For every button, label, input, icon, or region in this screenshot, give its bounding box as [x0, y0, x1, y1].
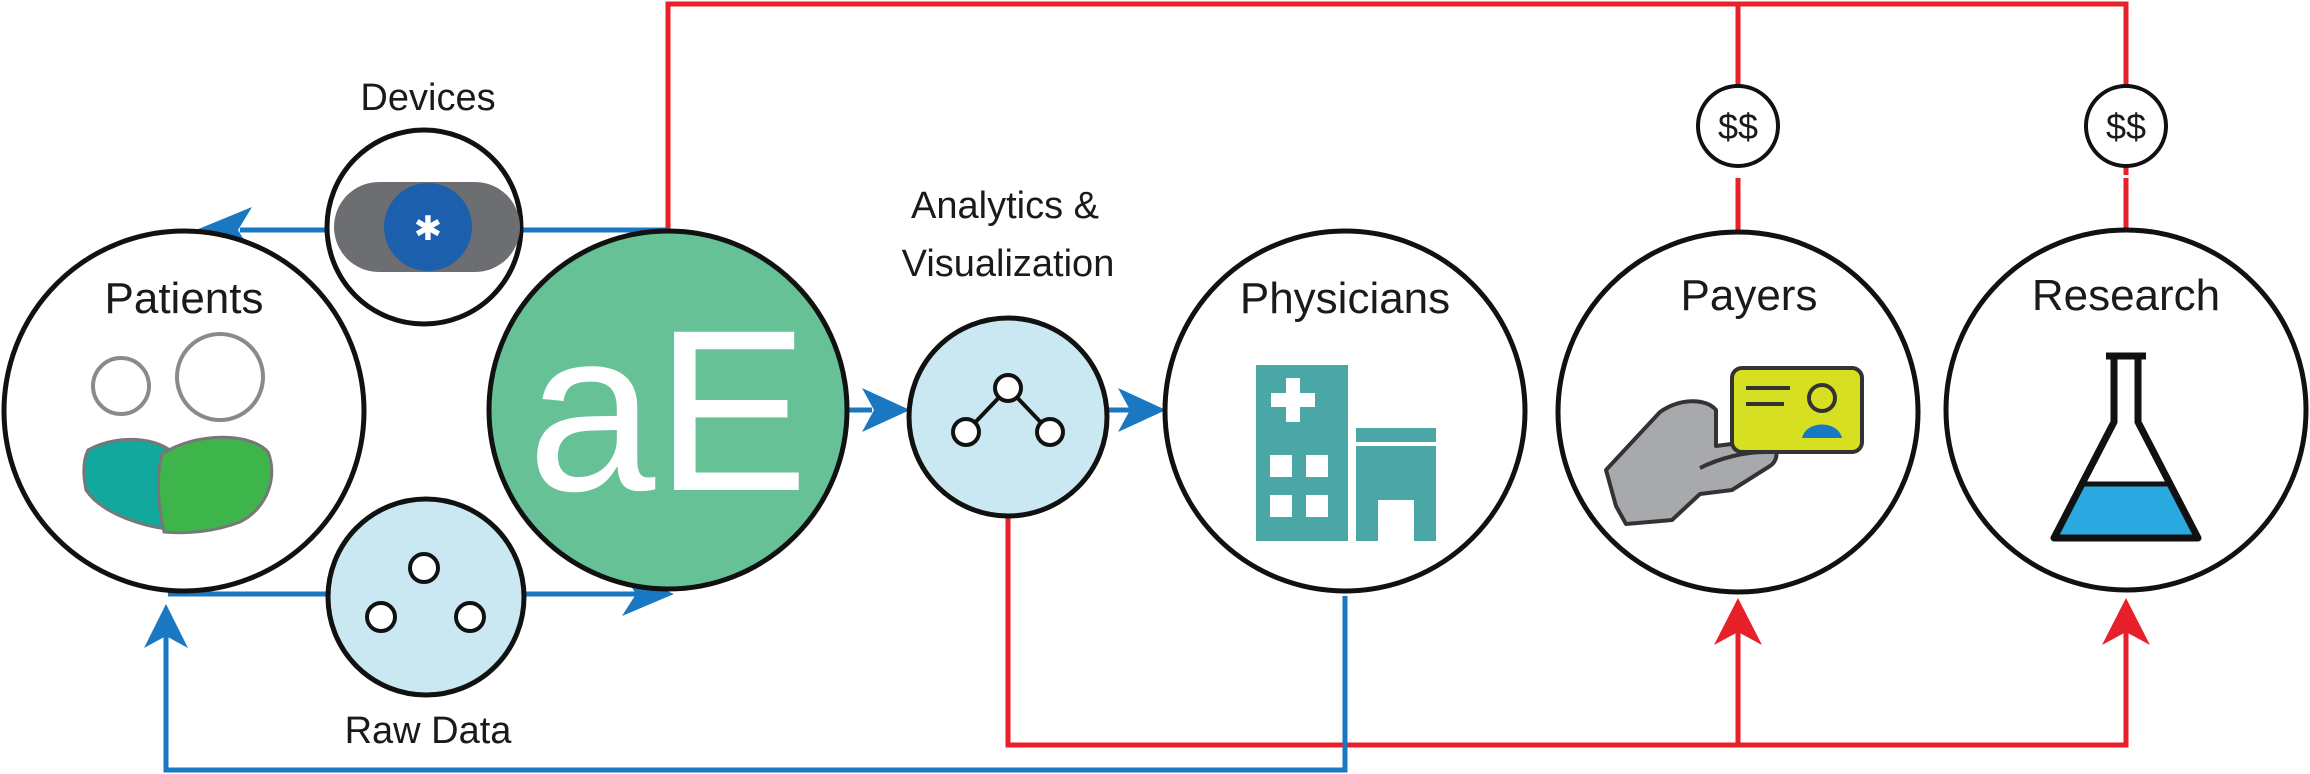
blue-line-physicians-return [163, 596, 1348, 773]
ae-logo-circle [486, 228, 850, 592]
payers-fee-label: $$ [1718, 106, 1758, 147]
analytics-label-line1: Analytics & [911, 185, 1099, 227]
blue-arrowhead-to-physicians [1118, 388, 1166, 432]
hospital-icon [1256, 365, 1436, 541]
research-fee-label: $$ [2106, 106, 2146, 147]
research-label: Research [2032, 271, 2220, 320]
physicians-label: Physicians [1240, 274, 1450, 323]
devices-label: Devices [360, 77, 495, 119]
blue-arrowhead-to-analytics [862, 388, 910, 432]
analytics-label-line2: Visualization [902, 243, 1115, 285]
red-arrowhead-research [2102, 598, 2150, 645]
ae-logo-text: aE [527, 282, 808, 539]
network-graph-icon [951, 373, 1065, 447]
physicians-node: Physicians [1162, 228, 1528, 594]
research-fee-circle [2084, 84, 2168, 168]
red-line-top [665, 1, 2129, 232]
research-node: $$ Research [1943, 84, 2309, 593]
payers-label: Payers [1681, 271, 1818, 320]
data-points-icon [365, 552, 486, 633]
raw-data-label: Raw Data [345, 710, 513, 752]
ae-platform-node: aE [486, 228, 850, 592]
analytics-circle [906, 315, 1110, 519]
payers-fee-circle [1696, 84, 1780, 168]
red-line-bottom [1005, 512, 2129, 748]
people-icon [82, 332, 274, 535]
bluetooth-wearable-icon: ✱ [334, 182, 520, 272]
blue-arrowhead-return-patients [144, 604, 188, 648]
raw-data-circle [325, 496, 527, 698]
insurance-card-icon [1604, 366, 1864, 526]
flask-icon [2050, 352, 2202, 542]
raw-data-node: Raw Data [325, 496, 527, 752]
payers-node: $$ Payers [1555, 84, 1921, 595]
patients-label: Patients [105, 274, 264, 323]
svg-text:✱: ✱ [414, 210, 443, 248]
red-arrowhead-payers [1714, 598, 1762, 645]
research-circle [1943, 227, 2309, 593]
patients-node: Patients [1, 228, 367, 594]
analytics-node: Analytics & Visualization [902, 185, 1115, 519]
devices-node: Devices ✱ [324, 77, 524, 327]
